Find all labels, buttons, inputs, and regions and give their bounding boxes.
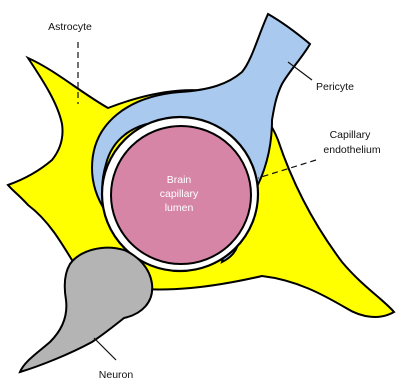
lumen-label-line3: lumen — [165, 202, 194, 214]
pericyte-label: Pericyte — [316, 81, 354, 93]
neuron-shape — [20, 248, 152, 372]
endothelium-label-line2: endothelium — [323, 144, 380, 156]
astrocyte-label: Astrocyte — [48, 21, 92, 33]
neuron-label: Neuron — [99, 369, 134, 381]
neuron-leader — [94, 338, 116, 360]
lumen-label-line1: Brain — [167, 174, 192, 186]
endothelium-label-line1: Capillary — [330, 129, 372, 141]
lumen-label-line2: capillary — [160, 188, 199, 200]
